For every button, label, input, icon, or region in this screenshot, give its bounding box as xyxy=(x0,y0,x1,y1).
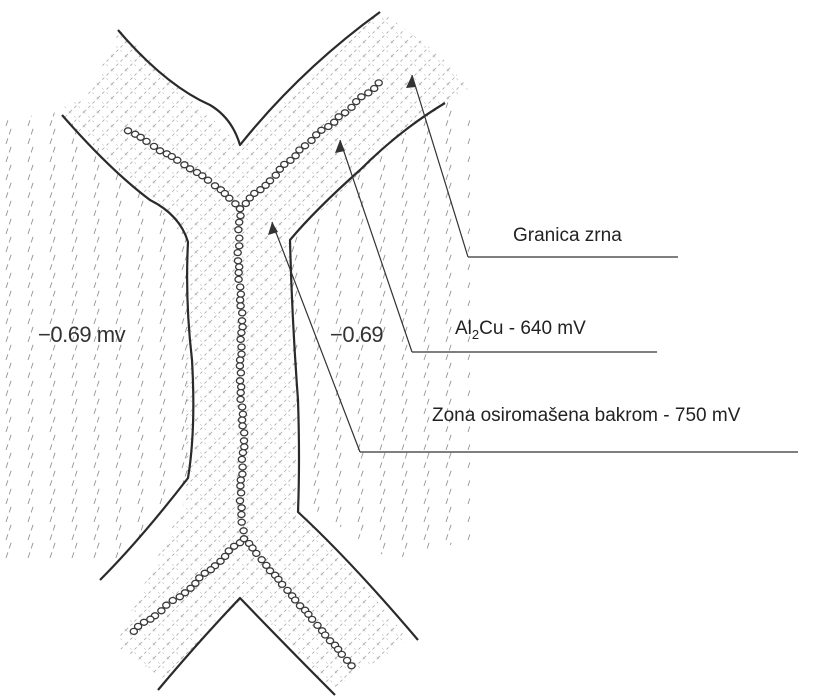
precipitate-particle xyxy=(292,153,299,159)
precipitate-particle xyxy=(237,370,244,376)
precipitate-particle xyxy=(241,430,248,436)
precipitate-particle xyxy=(239,404,246,410)
precipitate-particle xyxy=(237,477,244,483)
precipitate-particle xyxy=(186,166,193,172)
precipitate-particle xyxy=(156,148,163,154)
label-precipitate: Al2Cu - 640 mV xyxy=(455,318,586,342)
precipitate-particle xyxy=(240,528,247,534)
precipitate-particle xyxy=(163,602,170,608)
precipitate-particle xyxy=(238,456,245,462)
precipitate-particle xyxy=(371,86,378,92)
precipitate-particle xyxy=(266,178,273,184)
precipitate-particle xyxy=(130,628,137,634)
precipitate-particle xyxy=(341,110,348,116)
precipitate-particle xyxy=(237,396,244,402)
precipitate-particle xyxy=(236,219,243,225)
precipitate-particle xyxy=(238,351,245,357)
precipitate-particle xyxy=(234,258,241,264)
precipitate-particle xyxy=(309,616,316,622)
precipitate-particle xyxy=(237,291,244,297)
precipitate-particle xyxy=(272,172,279,178)
precipitate-particle xyxy=(237,303,244,309)
precipitate-particle xyxy=(239,417,246,423)
precipitate-particle xyxy=(240,438,247,444)
precipitate-particle xyxy=(292,597,299,603)
precipitate-particle xyxy=(237,297,244,303)
precipitate-particle xyxy=(279,581,286,587)
precipitate-particle xyxy=(236,243,243,249)
precipitate-particle xyxy=(358,94,365,100)
precipitate-particle xyxy=(235,227,242,233)
precipitate-particle xyxy=(258,557,265,563)
precipitate-particle xyxy=(237,483,244,489)
precipitate-particle xyxy=(174,157,181,163)
precipitate-particle xyxy=(235,270,242,276)
precipitate-particle xyxy=(238,344,245,350)
precipitate-particle xyxy=(238,330,245,336)
precipitate-particle xyxy=(241,444,248,450)
precipitate-particle xyxy=(226,195,233,201)
precipitate-particle xyxy=(238,318,245,324)
precipitate-particle xyxy=(239,464,246,470)
precipitate-particle xyxy=(238,505,245,511)
precipitate-particle xyxy=(375,80,382,86)
precipitate-particle xyxy=(236,498,243,504)
precipitate-particle xyxy=(169,598,176,604)
precipitate-particle xyxy=(237,357,244,363)
precipitate-particle xyxy=(143,138,150,144)
precipitate-particle xyxy=(176,594,183,600)
precipitate-particle xyxy=(158,608,165,614)
precipitate-particle xyxy=(338,651,345,657)
precipitate-particle xyxy=(238,519,245,525)
precipitate-particle xyxy=(237,390,244,396)
precipitate-particle xyxy=(239,310,246,316)
precipitate-particle xyxy=(239,423,246,429)
precipitate-particle xyxy=(253,550,260,556)
precipitate-particle xyxy=(239,324,246,330)
precipitate-particle xyxy=(239,411,246,417)
potential-left-grain: −0.69 mv xyxy=(38,322,125,348)
precipitate-particle xyxy=(322,632,329,638)
precipitate-particle xyxy=(239,471,246,477)
precipitate-particle xyxy=(204,177,211,183)
precipitate-particle xyxy=(234,250,241,256)
label-precipitate-suffix: Cu - 640 mV xyxy=(479,318,586,339)
precipitate-particle xyxy=(236,378,243,384)
precipitate-particle xyxy=(239,450,246,456)
precipitate-particle xyxy=(348,663,355,669)
precipitate-particle xyxy=(237,213,244,219)
precipitate-particle xyxy=(238,512,245,518)
precipitate-particle xyxy=(236,206,243,212)
potential-right-grain: −0.69 xyxy=(330,322,383,348)
precipitate-particle xyxy=(236,235,243,241)
precipitate-particle xyxy=(237,336,244,342)
precipitate-particle xyxy=(124,128,131,134)
precipitate-particle xyxy=(348,104,355,110)
label-depleted-zone: Zona osiromašena bakrom - 750 mV xyxy=(432,405,740,427)
label-precipitate-prefix: Al xyxy=(455,318,472,339)
precipitate-particle xyxy=(237,284,244,290)
label-grain-boundary: Granica zrna xyxy=(513,225,622,247)
precipitate-particle xyxy=(238,490,245,496)
precipitate-particle xyxy=(318,127,325,133)
precipitate-particle xyxy=(308,138,315,144)
precipitate-particle xyxy=(301,143,308,149)
precipitate-particle xyxy=(236,363,243,369)
precipitate-particle xyxy=(235,276,242,282)
